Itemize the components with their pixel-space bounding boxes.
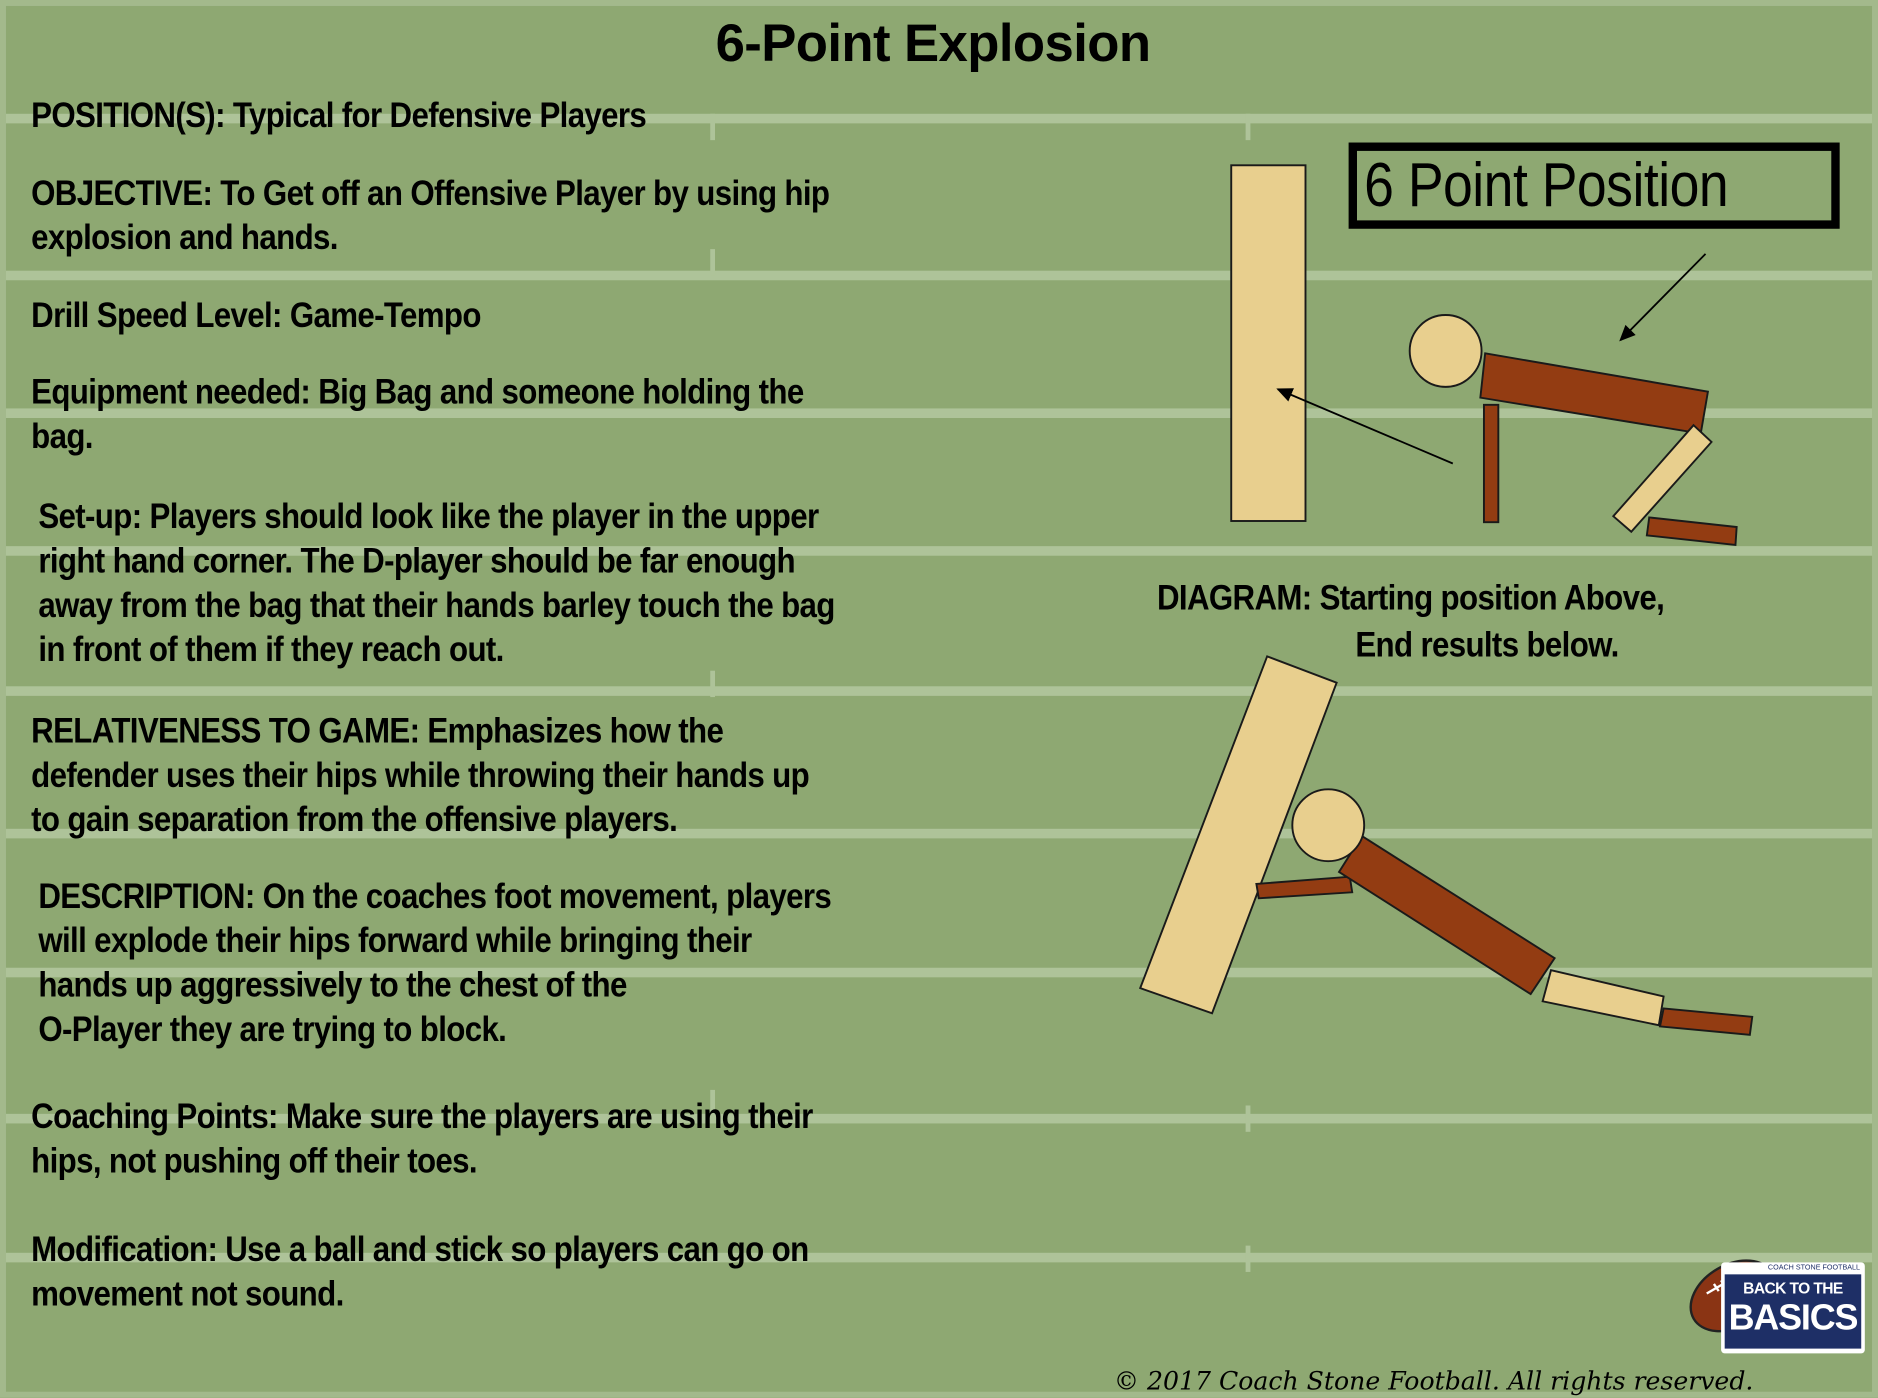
page-title: 6-Point Explosion <box>715 14 1151 74</box>
yard-line <box>0 828 1878 839</box>
text-line: away from the bag that their hands barle… <box>38 586 835 626</box>
player-arm-end <box>1255 875 1354 900</box>
player-torso-end <box>1337 834 1556 996</box>
text-line: DESCRIPTION: On the coaches foot movemen… <box>38 877 832 917</box>
player-torso <box>1479 352 1710 435</box>
yard-line <box>0 1113 1878 1124</box>
hash-mark <box>1245 1105 1251 1132</box>
yard-line <box>0 408 1878 418</box>
logo-top-text: COACH STONE FOOTBALL <box>1767 1264 1861 1272</box>
text-line: Modification: Use a ball and stick so pl… <box>31 1231 809 1270</box>
diagram-caption: DIAGRAM: Starting position Above, End res… <box>1156 576 1665 669</box>
text-line: bag. <box>31 417 93 457</box>
text-line: Drill Speed Level: Game-Tempo <box>31 297 481 336</box>
bag-upright <box>1230 164 1307 522</box>
yard-line <box>0 270 1878 281</box>
coaching-section: Coaching Points: Make sure the players a… <box>31 1096 813 1185</box>
text-line: in front of them if they reach out. <box>38 631 504 670</box>
hash-mark <box>710 249 716 276</box>
text-line: to gain separation from the offensive pl… <box>31 801 678 840</box>
yard-line <box>0 1252 1878 1263</box>
player-arm <box>1482 403 1500 524</box>
relativeness-section: RELATIVENESS TO GAME: Emphasizes how the… <box>31 710 810 843</box>
logo-line2: BASICS <box>1728 1298 1859 1338</box>
text-line: defender uses their hips while throwing … <box>31 756 810 796</box>
text-line: Set-up: Players should look like the pla… <box>38 498 819 537</box>
text-line: hips, not pushing off their toes. <box>31 1142 477 1181</box>
text-line: RELATIVENESS TO GAME: Emphasizes how the <box>31 712 724 751</box>
text-line: will explode their hips forward while br… <box>38 922 752 961</box>
yard-line <box>0 546 1878 556</box>
description-section: DESCRIPTION: On the coaches foot movemen… <box>38 876 831 1053</box>
text-line: right hand corner. The D-player should b… <box>38 542 795 581</box>
player-thigh-end <box>1541 968 1665 1027</box>
speed-section: Drill Speed Level: Game-Tempo <box>31 295 481 339</box>
text-line: POSITION(S): Typical for Defensive Playe… <box>31 97 647 136</box>
player-shin-end <box>1658 1007 1754 1036</box>
yard-line <box>0 113 1878 124</box>
copyright: © 2017 Coach Stone Football. All rights … <box>1113 1366 1754 1396</box>
logo-line1: BACK TO THE <box>1743 1279 1843 1298</box>
yard-line <box>0 967 1878 978</box>
position-label-box: 6 Point Position <box>1348 142 1840 229</box>
text-line: Equipment needed: Big Bag and someone ho… <box>31 373 804 413</box>
arrow-to-bag <box>1276 388 1454 465</box>
arrow-to-player <box>1619 253 1707 342</box>
back-to-the-basics-logo: COACH STONE FOOTBALL BACK TO THE BASICS <box>1683 1246 1869 1360</box>
text-line: Coaching Points: Make sure the players a… <box>31 1098 813 1137</box>
setup-section: Set-up: Players should look like the pla… <box>38 496 835 673</box>
hash-mark <box>710 1089 716 1117</box>
player-head <box>1408 314 1483 388</box>
text-line: explosion and hands. <box>31 219 338 258</box>
hash-mark <box>1245 1245 1251 1272</box>
logo-badge: COACH STONE FOOTBALL BACK TO THE BASICS <box>1721 1262 1865 1354</box>
hash-mark <box>710 113 716 141</box>
caption-line: DIAGRAM: Starting position Above, <box>1156 579 1665 619</box>
position-label: 6 Point Position <box>1364 150 1729 221</box>
objective-section: OBJECTIVE: To Get off an Offensive Playe… <box>31 172 830 261</box>
caption-line: End results below. <box>1355 626 1619 665</box>
hash-mark <box>710 670 716 698</box>
player-thigh <box>1611 423 1713 534</box>
player-head-end <box>1291 788 1366 863</box>
modification-section: Modification: Use a ball and stick so pl… <box>31 1229 809 1318</box>
player-shin <box>1645 516 1738 547</box>
position-section: POSITION(S): Typical for Defensive Playe… <box>31 95 647 139</box>
text-line: O-Player they are trying to block. <box>38 1010 507 1050</box>
yard-line <box>0 686 1878 696</box>
equipment-section: Equipment needed: Big Bag and someone ho… <box>31 371 804 460</box>
bag-tilted <box>1138 655 1338 1015</box>
text-line: OBJECTIVE: To Get off an Offensive Playe… <box>31 174 830 214</box>
hash-mark <box>1245 113 1251 141</box>
text-line: movement not sound. <box>31 1275 344 1314</box>
text-line: hands up aggressively to the chest of th… <box>38 966 627 1005</box>
